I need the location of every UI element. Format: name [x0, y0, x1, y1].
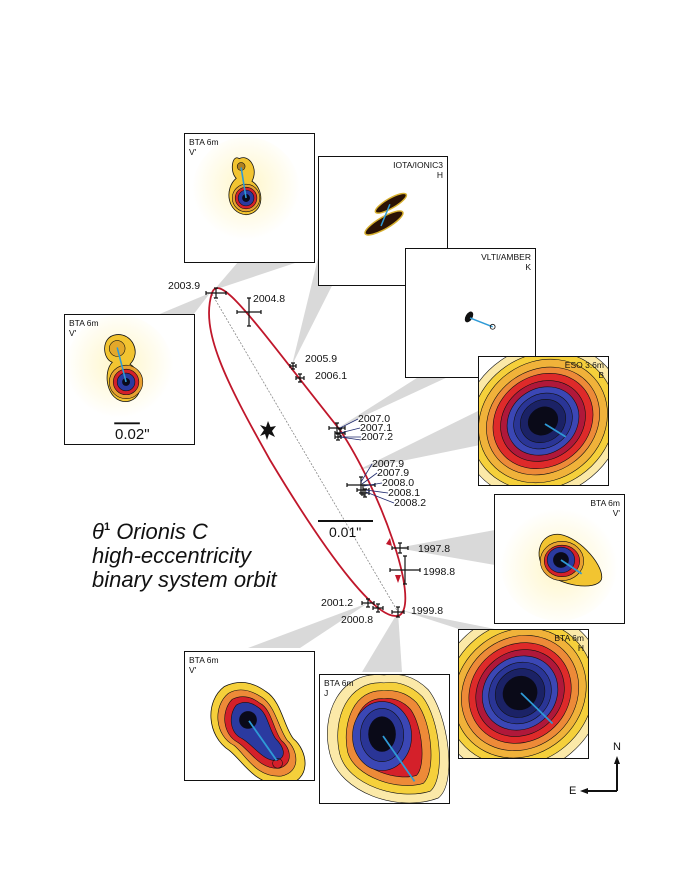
epoch-label: 2007.2	[361, 431, 394, 443]
direction-arrow	[395, 575, 401, 583]
title-superscript: 1	[103, 521, 111, 533]
title-line2: high-eccentricity	[92, 543, 251, 568]
epoch-leader-line	[365, 491, 395, 504]
error-bar-marker	[289, 362, 297, 370]
error-bar-marker	[205, 287, 227, 299]
wedge-vlti	[338, 376, 450, 428]
panel-band: J	[324, 688, 329, 698]
epoch-label: 2000.8	[341, 614, 374, 626]
error-bar-marker	[389, 555, 421, 585]
epoch-label: 2006.1	[315, 370, 348, 382]
epoch-leader-line	[339, 418, 359, 429]
wedge-eso	[358, 410, 480, 470]
panel-telescope: BTA 6m	[69, 318, 99, 328]
epoch-leader-line	[339, 436, 362, 441]
epoch-label: 1999.8	[411, 605, 444, 617]
panel-band: V'	[189, 147, 197, 157]
wedge-bta-v-bottom	[248, 603, 368, 648]
panel-telescope: BTA 6m	[324, 678, 354, 688]
compass-east-label: E	[569, 785, 577, 797]
epoch-label: 2001.2	[321, 597, 354, 609]
error-bar-marker	[391, 606, 405, 618]
epoch-label: 2008.1	[388, 487, 421, 499]
panel-band: H	[577, 643, 584, 653]
epoch-label: 2007.9	[372, 458, 405, 470]
panel-telescope: IOTA/IONIC3	[393, 160, 443, 170]
epoch-label: 1998.8	[423, 566, 456, 578]
epoch-label: 1997.8	[418, 543, 451, 555]
title-line1: Orionis C	[116, 519, 208, 544]
error-bar-marker	[372, 603, 384, 613]
epoch-leader-line	[363, 482, 383, 487]
direction-arrow	[386, 538, 392, 546]
epoch-label: 2007.0	[358, 413, 391, 425]
error-bar-marker	[236, 297, 262, 327]
wedge-bta-j	[362, 612, 402, 672]
wedge-left-panel	[150, 293, 210, 345]
epoch-leader-line	[361, 472, 378, 485]
panel-band: H	[436, 170, 443, 180]
error-bar-marker	[391, 542, 409, 554]
epoch-label: 2004.8	[253, 293, 286, 305]
panel-band: K	[525, 262, 531, 272]
line-of-apsides	[211, 293, 399, 613]
error-bar-marker	[356, 484, 370, 496]
epoch-leader-line	[360, 463, 373, 483]
epoch-label: 2008.0	[382, 477, 415, 489]
panel-telescope: VLTI/AMBER	[481, 252, 531, 262]
panel-band: V'	[189, 665, 197, 675]
panel-telescope: BTA 6m	[554, 633, 584, 643]
epoch-label: 2007.1	[360, 422, 393, 434]
panel-band: V'	[69, 328, 77, 338]
primary-star-icon	[260, 421, 276, 440]
panel-telescope: BTA 6m	[189, 655, 219, 665]
error-bar-marker	[295, 373, 305, 383]
epoch-leader-line	[339, 427, 361, 434]
epoch-label: 2008.2	[394, 497, 427, 509]
wedge-bta-v-right	[397, 530, 495, 565]
epoch-label: 2003.9	[168, 280, 201, 292]
panel-telescope: BTA 6m	[189, 137, 219, 147]
theta-symbol: θ	[92, 519, 104, 544]
title-line3: binary system orbit	[92, 567, 277, 592]
panel-scale-label: 0.02"	[115, 426, 150, 443]
epoch-label: 2007.9	[377, 467, 410, 479]
panel-band: V'	[612, 508, 620, 518]
panel-telescope: BTA 6m	[590, 498, 620, 508]
wedge-top-left-panel	[214, 262, 298, 290]
orbit-ellipse	[208, 287, 407, 617]
figure-title: θ1 Orionis C high-eccentricity binary sy…	[92, 515, 277, 592]
panel-telescope: ESO 3.6m	[564, 360, 604, 370]
epoch-label: 2005.9	[305, 353, 338, 365]
wedge-bta-h	[400, 610, 500, 630]
error-bar-marker	[328, 422, 346, 434]
orbit-scale-label: 0.01"	[329, 524, 362, 540]
panel-band: B	[598, 370, 604, 380]
compass-north-label: N	[613, 741, 621, 753]
epoch-leader-line	[365, 489, 389, 494]
error-bar-marker	[361, 598, 375, 608]
compass-arrows	[580, 756, 620, 794]
